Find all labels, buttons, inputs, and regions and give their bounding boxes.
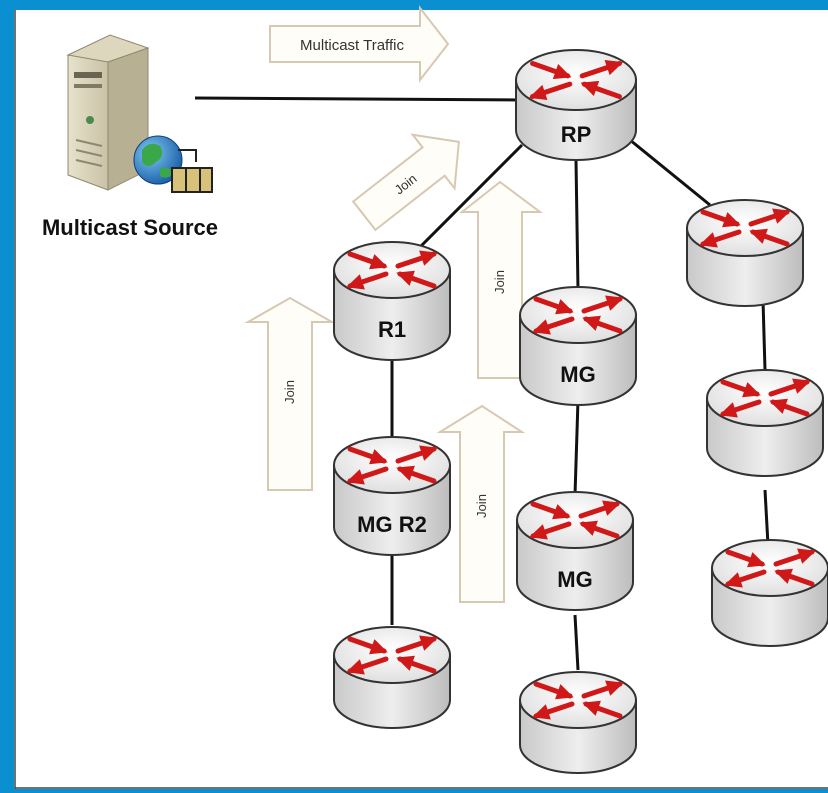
router-icon <box>686 199 804 307</box>
link-rp-mg-mid <box>574 159 580 291</box>
router-label: MG <box>560 362 595 387</box>
link-mg-low-leaf-mid <box>573 614 580 671</box>
router-r1: R1 <box>333 241 451 361</box>
multicast-traffic-arrow: Multicast Traffic <box>269 5 450 83</box>
link-mg-mid-mg-low <box>573 399 580 496</box>
router-mg-low: MG <box>516 491 634 611</box>
router-icon <box>515 49 637 161</box>
router-icon <box>711 539 828 647</box>
router-mg-r2: MG R2 <box>333 436 451 556</box>
multicast-source-label: Multicast Source <box>42 215 218 240</box>
join-label-mg-mg: Join <box>474 494 489 518</box>
router-label: RP <box>561 122 592 147</box>
join-label-mg-rp: Join <box>492 270 507 294</box>
router-label: MG R2 <box>357 512 427 537</box>
router-icon <box>519 286 637 406</box>
routers: RP R1 MG R2 MG MG <box>333 49 828 774</box>
join-arrow-r1-rp: Join <box>351 133 460 232</box>
router-label: MG <box>557 567 592 592</box>
package-icon <box>171 149 213 193</box>
router-icon <box>516 491 634 611</box>
link-right-top-right-mid <box>761 299 767 371</box>
link-right-mid-right-bottom <box>763 489 770 546</box>
router-icon <box>333 241 451 361</box>
link-rp-r1 <box>410 143 524 257</box>
router-leaf-mid <box>519 671 637 774</box>
router-right-mid <box>706 369 824 477</box>
router-label: R1 <box>378 317 406 342</box>
router-mg-mid: MG <box>519 286 637 406</box>
link-source-rp <box>194 96 521 102</box>
join-arrow-mg-mg: Join <box>436 404 526 603</box>
link-rp-right-top <box>629 138 711 207</box>
router-rp: RP <box>515 49 637 161</box>
router-icon <box>519 671 637 774</box>
globe-icon <box>133 135 183 185</box>
router-icon <box>333 436 451 556</box>
join-arrow-r2-r1: Join <box>244 296 336 491</box>
router-icon <box>706 369 824 477</box>
multicast-traffic-label: Multicast Traffic <box>300 37 404 54</box>
router-icon <box>333 626 451 729</box>
router-right-bottom <box>711 539 828 647</box>
join-label-r2-r1: Join <box>282 380 297 404</box>
links <box>194 96 770 671</box>
router-leaf-left <box>333 626 451 729</box>
router-right-top <box>686 199 804 307</box>
